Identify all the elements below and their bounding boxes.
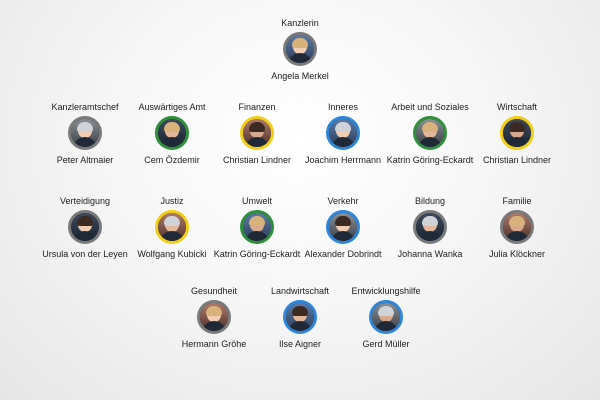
person-name: Christian Lindner <box>482 155 552 165</box>
portrait-shoulders <box>505 137 529 147</box>
portrait-image <box>197 300 231 334</box>
portrait-shoulders <box>73 231 97 241</box>
role-label: Auswärtiges Amt <box>138 102 206 112</box>
role-label: Kanzlerin <box>281 18 319 28</box>
portrait-shoulders <box>331 137 355 147</box>
person-name: Katrin Göring-Eckardt <box>386 155 474 165</box>
role-label: Verteidigung <box>59 196 111 206</box>
portrait-head <box>250 124 264 138</box>
person-name: Johanna Wanka <box>397 249 463 259</box>
person-name: Hermann Gröhe <box>181 339 247 349</box>
portrait-shoulders <box>418 137 442 147</box>
portrait-shoulders <box>160 137 184 147</box>
portrait-image <box>240 210 274 244</box>
portrait-shoulders <box>160 231 184 241</box>
role-label: Bildung <box>414 196 446 206</box>
portrait-head <box>293 40 307 54</box>
role-label: Entwicklungshilfe <box>351 286 421 296</box>
portrait-image <box>326 116 360 150</box>
portrait-head <box>510 124 524 138</box>
portrait-image <box>68 210 102 244</box>
portrait-head <box>78 218 92 232</box>
person-name: Wolfgang Kubicki <box>137 249 207 259</box>
role-label: Justiz <box>160 196 184 206</box>
person-name: Ursula von der Leyen <box>42 249 128 259</box>
person-name: Peter Altmaier <box>56 155 114 165</box>
person-name: Gerd Müller <box>362 339 410 349</box>
role-label: Verkehr <box>327 196 359 206</box>
portrait-shoulders <box>418 231 442 241</box>
portrait-head <box>336 218 350 232</box>
role-label: Familie <box>502 196 532 206</box>
portrait-shoulders <box>202 321 226 331</box>
portrait-image <box>500 210 534 244</box>
portrait-head <box>78 124 92 138</box>
portrait-head <box>423 218 437 232</box>
role-label: Umwelt <box>241 196 272 206</box>
role-label: Gesundheit <box>190 286 238 296</box>
portrait-image <box>283 300 317 334</box>
portrait-head <box>250 218 264 232</box>
portrait-image <box>283 32 317 66</box>
portrait-image <box>369 300 403 334</box>
portrait-image <box>68 116 102 150</box>
person-name: Julia Klöckner <box>488 249 546 259</box>
portrait-image <box>326 210 360 244</box>
role-label: Arbeit und Soziales <box>391 102 469 112</box>
portrait-image <box>155 116 189 150</box>
role-label: Finanzen <box>238 102 276 112</box>
role-label: Wirtschaft <box>496 102 537 112</box>
person-name: Cem Özdemir <box>144 155 200 165</box>
portrait-head <box>336 124 350 138</box>
portrait-shoulders <box>245 137 269 147</box>
person-name: Angela Merkel <box>271 71 329 81</box>
portrait-image <box>500 116 534 150</box>
portrait-shoulders <box>288 321 312 331</box>
portrait-shoulders <box>331 231 355 241</box>
portrait-shoulders <box>245 231 269 241</box>
person-name: Alexander Dobrindt <box>304 249 382 259</box>
portrait-shoulders <box>288 53 312 63</box>
portrait-shoulders <box>374 321 398 331</box>
portrait-head <box>165 124 179 138</box>
portrait-image <box>155 210 189 244</box>
role-label: Inneres <box>327 102 359 112</box>
portrait-image <box>240 116 274 150</box>
role-label: Landwirtschaft <box>270 286 330 296</box>
portrait-head <box>207 308 221 322</box>
person-name: Christian Lindner <box>222 155 292 165</box>
portrait-head <box>423 124 437 138</box>
portrait-image <box>413 116 447 150</box>
portrait-head <box>379 308 393 322</box>
person-name: Katrin Göring-Eckardt <box>213 249 301 259</box>
portrait-head <box>293 308 307 322</box>
portrait-head <box>510 218 524 232</box>
person-name: Ilse Aigner <box>278 339 322 349</box>
portrait-head <box>165 218 179 232</box>
portrait-image <box>413 210 447 244</box>
portrait-shoulders <box>73 137 97 147</box>
role-label: Kanzleramtschef <box>51 102 119 112</box>
person-name: Joachim Herrmann <box>304 155 382 165</box>
portrait-shoulders <box>505 231 529 241</box>
